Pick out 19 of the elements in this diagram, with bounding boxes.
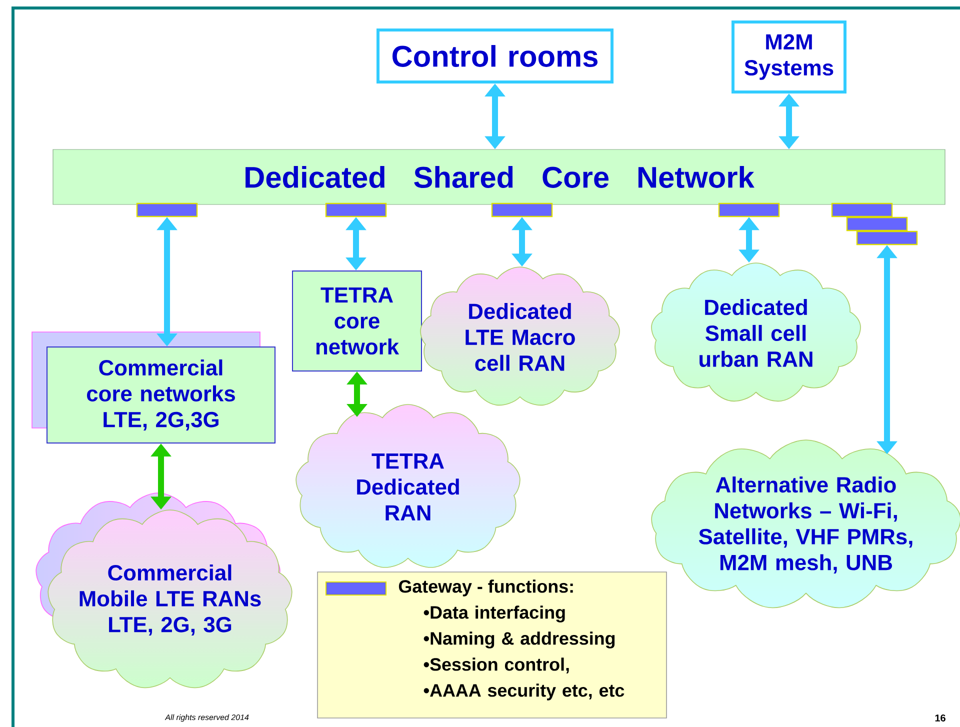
network-cloud: Dedicated LTE Macro cell RAN — [420, 266, 620, 406]
system-box: M2M Systems — [732, 20, 846, 94]
gateway-bar — [856, 230, 918, 246]
network-band: Dedicated Shared Core Network — [52, 149, 946, 205]
legend-text: Gateway - functions: — [398, 580, 573, 596]
gateway-bar — [325, 202, 387, 218]
core-network-box: Commercial core networks LTE, 2G,3G — [32, 332, 276, 444]
gateway-bar — [718, 202, 780, 218]
network-cloud: Dedicated Small cell urban RAN — [651, 262, 861, 402]
gateway-bar — [136, 202, 198, 218]
network-cloud: TETRA Dedicated RAN — [296, 404, 520, 568]
network-cloud: Commercial Mobile LTE RANs LTE, 2G, 3G — [36, 492, 292, 688]
system-box: Control rooms — [376, 28, 614, 84]
page-number: 16 — [935, 714, 946, 722]
gateway-bar — [846, 216, 908, 232]
gateway-bar — [491, 202, 553, 218]
network-cloud: Alternative Radio Networks – Wi-Fi, Satellite, VHF PMRs, M2M mesh, UNB — [651, 440, 960, 608]
core-network-box: TETRA core network — [292, 270, 422, 372]
gateway-bar — [831, 202, 893, 218]
